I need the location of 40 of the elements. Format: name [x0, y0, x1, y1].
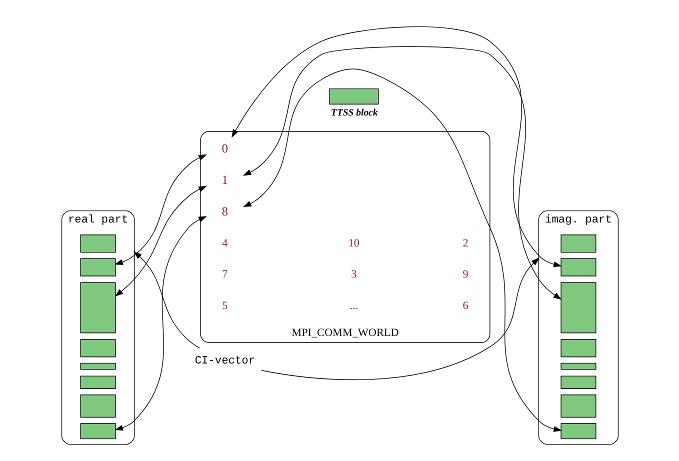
node-box: [80, 376, 116, 389]
label: 9: [462, 268, 468, 281]
arrow: [260, 258, 539, 380]
node-text: 0: [221, 142, 228, 156]
node-box: [560, 258, 596, 276]
node-box: [80, 258, 116, 276]
node-box: [80, 394, 116, 418]
node-box: [560, 376, 596, 389]
label: 3: [350, 268, 356, 281]
arrow: [242, 68, 562, 432]
label: 4: [222, 237, 228, 250]
node-box: [560, 362, 596, 370]
node-box: [560, 234, 596, 253]
node-box: [560, 282, 596, 334]
arrow: [133, 251, 200, 348]
label: 5: [222, 300, 228, 312]
arrow: [114, 154, 206, 265]
cluster: real part: [60, 210, 134, 445]
node-box: [80, 362, 116, 370]
node-box: [80, 234, 116, 253]
node-text: CI-vector: [194, 355, 255, 368]
cluster: imag. part: [538, 210, 618, 445]
label: 10: [348, 237, 360, 250]
node-box: [560, 423, 596, 440]
arrow: [114, 186, 207, 297]
label: 6: [462, 300, 468, 312]
node-box: [560, 339, 596, 358]
arrow: [242, 46, 562, 300]
node-box: [80, 339, 116, 358]
legend-label: TTSS block: [330, 107, 378, 118]
label: 7: [222, 268, 228, 281]
node-text: 8: [221, 204, 228, 218]
label: 2: [462, 237, 468, 250]
node-text: 1: [221, 172, 228, 187]
arrow: [231, 26, 562, 268]
arrow: [114, 216, 206, 431]
label: ...: [349, 300, 358, 312]
node-box: [560, 394, 596, 418]
node-box: [80, 423, 116, 440]
node-box: [80, 282, 116, 334]
